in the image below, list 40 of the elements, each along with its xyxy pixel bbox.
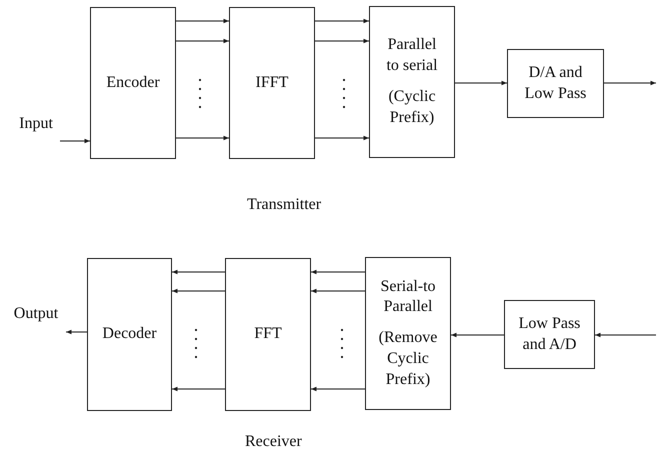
arrow	[315, 136, 369, 140]
process-box	[504, 300, 595, 369]
arrow	[604, 80, 656, 86]
process-box	[369, 6, 455, 158]
box-text: D/A and Low Pass	[524, 62, 588, 104]
box-text: (Cyclic Prefix)	[387, 87, 437, 128]
arrow	[60, 138, 90, 144]
arrow	[455, 80, 507, 86]
box-text: Encoder	[106, 72, 160, 93]
process-box	[229, 7, 315, 159]
process-box	[365, 257, 451, 410]
box-text: Low Pass and A/D	[518, 314, 582, 354]
arrow	[311, 288, 365, 294]
box-text: Serial-to Parallel	[379, 276, 437, 318]
process-box	[225, 258, 311, 411]
signal-name: Output	[14, 304, 58, 324]
section-caption: Transmitter	[247, 196, 322, 214]
arrow	[311, 270, 365, 274]
arrow	[315, 18, 369, 24]
arrow	[451, 332, 504, 338]
box-text: IFFT	[256, 72, 288, 93]
arrow	[172, 270, 225, 274]
arrow	[315, 38, 369, 44]
box-text: FFT	[254, 324, 282, 344]
arrow	[172, 386, 225, 392]
arrow	[176, 38, 229, 44]
box-text: (Remove Cyclic Prefix)	[378, 328, 438, 390]
arrow	[311, 386, 365, 392]
box-text: Parallel to serial	[385, 35, 439, 76]
box-text: Decoder	[102, 324, 157, 344]
arrow	[172, 288, 225, 294]
arrow	[66, 330, 87, 334]
signal-name: Input	[19, 114, 53, 134]
arrow	[176, 18, 229, 24]
process-box	[507, 49, 604, 118]
arrow	[595, 332, 656, 338]
section-caption: Receiver	[245, 433, 302, 451]
process-box	[90, 7, 176, 159]
process-box	[87, 258, 172, 411]
arrow	[176, 136, 229, 140]
